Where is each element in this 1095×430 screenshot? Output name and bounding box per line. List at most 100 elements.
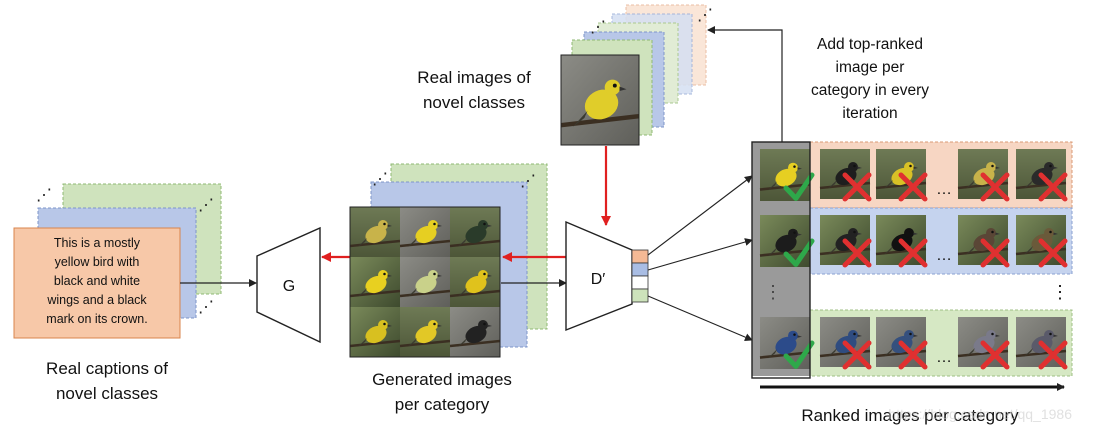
bird-beak — [619, 86, 627, 91]
bird-body — [465, 275, 487, 294]
generated-image-cell — [349, 207, 401, 257]
bird-head — [428, 270, 438, 280]
ellipsis-icon: ⋰ — [36, 187, 52, 204]
cross-icon — [898, 172, 928, 202]
bird-eye — [991, 164, 994, 168]
branch — [560, 113, 640, 128]
bird-head — [478, 220, 488, 230]
photo-border — [560, 54, 640, 146]
top-ranked-image — [759, 215, 811, 267]
bird-eye — [909, 164, 912, 168]
real-captions-label: novel classes — [56, 384, 158, 403]
cross-icon — [898, 340, 928, 370]
bird-eye — [1049, 164, 1052, 168]
ranked-row: … — [752, 309, 1073, 377]
bird-beak — [857, 166, 862, 169]
arrow-d-to-row3 — [647, 295, 753, 341]
bird-beak — [487, 224, 492, 227]
generated-stack: ⋰ ⋰ — [349, 163, 548, 358]
real-captions-label: Real captions of — [46, 359, 168, 378]
bird-head — [378, 220, 388, 230]
bird-eye — [793, 333, 796, 336]
bird-beak — [913, 166, 918, 169]
bird-tail — [357, 238, 367, 247]
bird-beak — [487, 274, 492, 277]
arrow-d-to-row1 — [647, 175, 753, 256]
score-cell-blue — [631, 262, 649, 277]
bird-head — [1044, 162, 1054, 172]
bird-head — [986, 330, 996, 340]
generator-label: G — [283, 278, 295, 295]
bird-eye — [483, 222, 486, 226]
generated-image-cell — [349, 307, 401, 357]
bird-tail — [407, 288, 417, 297]
bird-tail — [457, 288, 467, 297]
bird-beak — [387, 274, 392, 277]
bird-tail — [883, 246, 893, 255]
add-top-ranked-label: image per — [836, 59, 905, 76]
generated-image-cell — [399, 257, 451, 307]
bird-head — [986, 162, 996, 172]
discriminator-block — [565, 220, 633, 332]
bird-body — [775, 336, 797, 355]
ellipsis-icon: ⋰ — [590, 19, 606, 36]
bird-body — [584, 89, 619, 120]
bird-head — [1044, 330, 1054, 340]
bird-head — [848, 330, 858, 340]
generated-images-label: per category — [395, 395, 490, 414]
bird-tail — [407, 238, 417, 247]
bird-beak — [387, 224, 392, 227]
bird-tail — [965, 348, 975, 357]
branch — [449, 239, 501, 248]
branch — [399, 289, 451, 298]
bird-beak — [387, 324, 392, 327]
add-top-ranked-label: iteration — [842, 105, 897, 122]
generated-image-cell — [449, 207, 501, 257]
bird-eye — [793, 231, 796, 234]
bird-head — [904, 162, 914, 172]
bird-tail — [1023, 246, 1033, 255]
bird-body — [415, 325, 437, 344]
caption-line: This is a mostly — [54, 236, 141, 250]
top-ranked-image — [759, 317, 811, 369]
bird-tail — [827, 348, 837, 357]
generated-image-cell — [399, 307, 451, 357]
bird-body — [365, 275, 387, 294]
bird-beak — [995, 334, 1000, 337]
bird-eye — [853, 230, 856, 234]
bird-head — [428, 320, 438, 330]
bird-body — [775, 168, 797, 187]
bird-head — [478, 320, 488, 330]
caption-line: mark on its crown. — [46, 312, 147, 326]
ellipsis-icon: ⋰ — [372, 171, 388, 188]
bird-head — [848, 228, 858, 238]
cross-icon — [980, 340, 1010, 370]
cross-icon — [1038, 238, 1068, 268]
bird-eye — [793, 165, 796, 168]
real-images-stack: ⋰ ⋰ — [560, 4, 713, 146]
bird-tail — [883, 348, 893, 357]
bird-tail — [1023, 180, 1033, 189]
branch — [399, 339, 451, 348]
add-top-ranked-label: Add top-ranked — [817, 36, 923, 53]
caption-card — [13, 227, 181, 339]
bird-body — [465, 325, 487, 344]
check-icon — [783, 172, 815, 201]
score-cell-green — [631, 288, 649, 303]
branch — [349, 239, 401, 248]
bird-eye — [383, 322, 386, 326]
bird-eye — [991, 332, 994, 336]
bird-beak — [913, 232, 918, 235]
bird-beak — [1053, 334, 1058, 337]
bird-head — [378, 320, 388, 330]
bird-body — [365, 325, 387, 344]
bird-eye — [991, 230, 994, 234]
caption-stack: ⋰ ⋰ ⋰ This is a mostly yellow bird with … — [13, 183, 222, 339]
generated-image-cell — [349, 257, 401, 307]
bird-beak — [1053, 232, 1058, 235]
bird-eye — [1049, 230, 1052, 234]
ellipsis-icon: ⋰ — [198, 197, 214, 214]
branch — [399, 239, 451, 248]
cross-icon — [1038, 172, 1068, 202]
bird-eye — [433, 322, 436, 326]
